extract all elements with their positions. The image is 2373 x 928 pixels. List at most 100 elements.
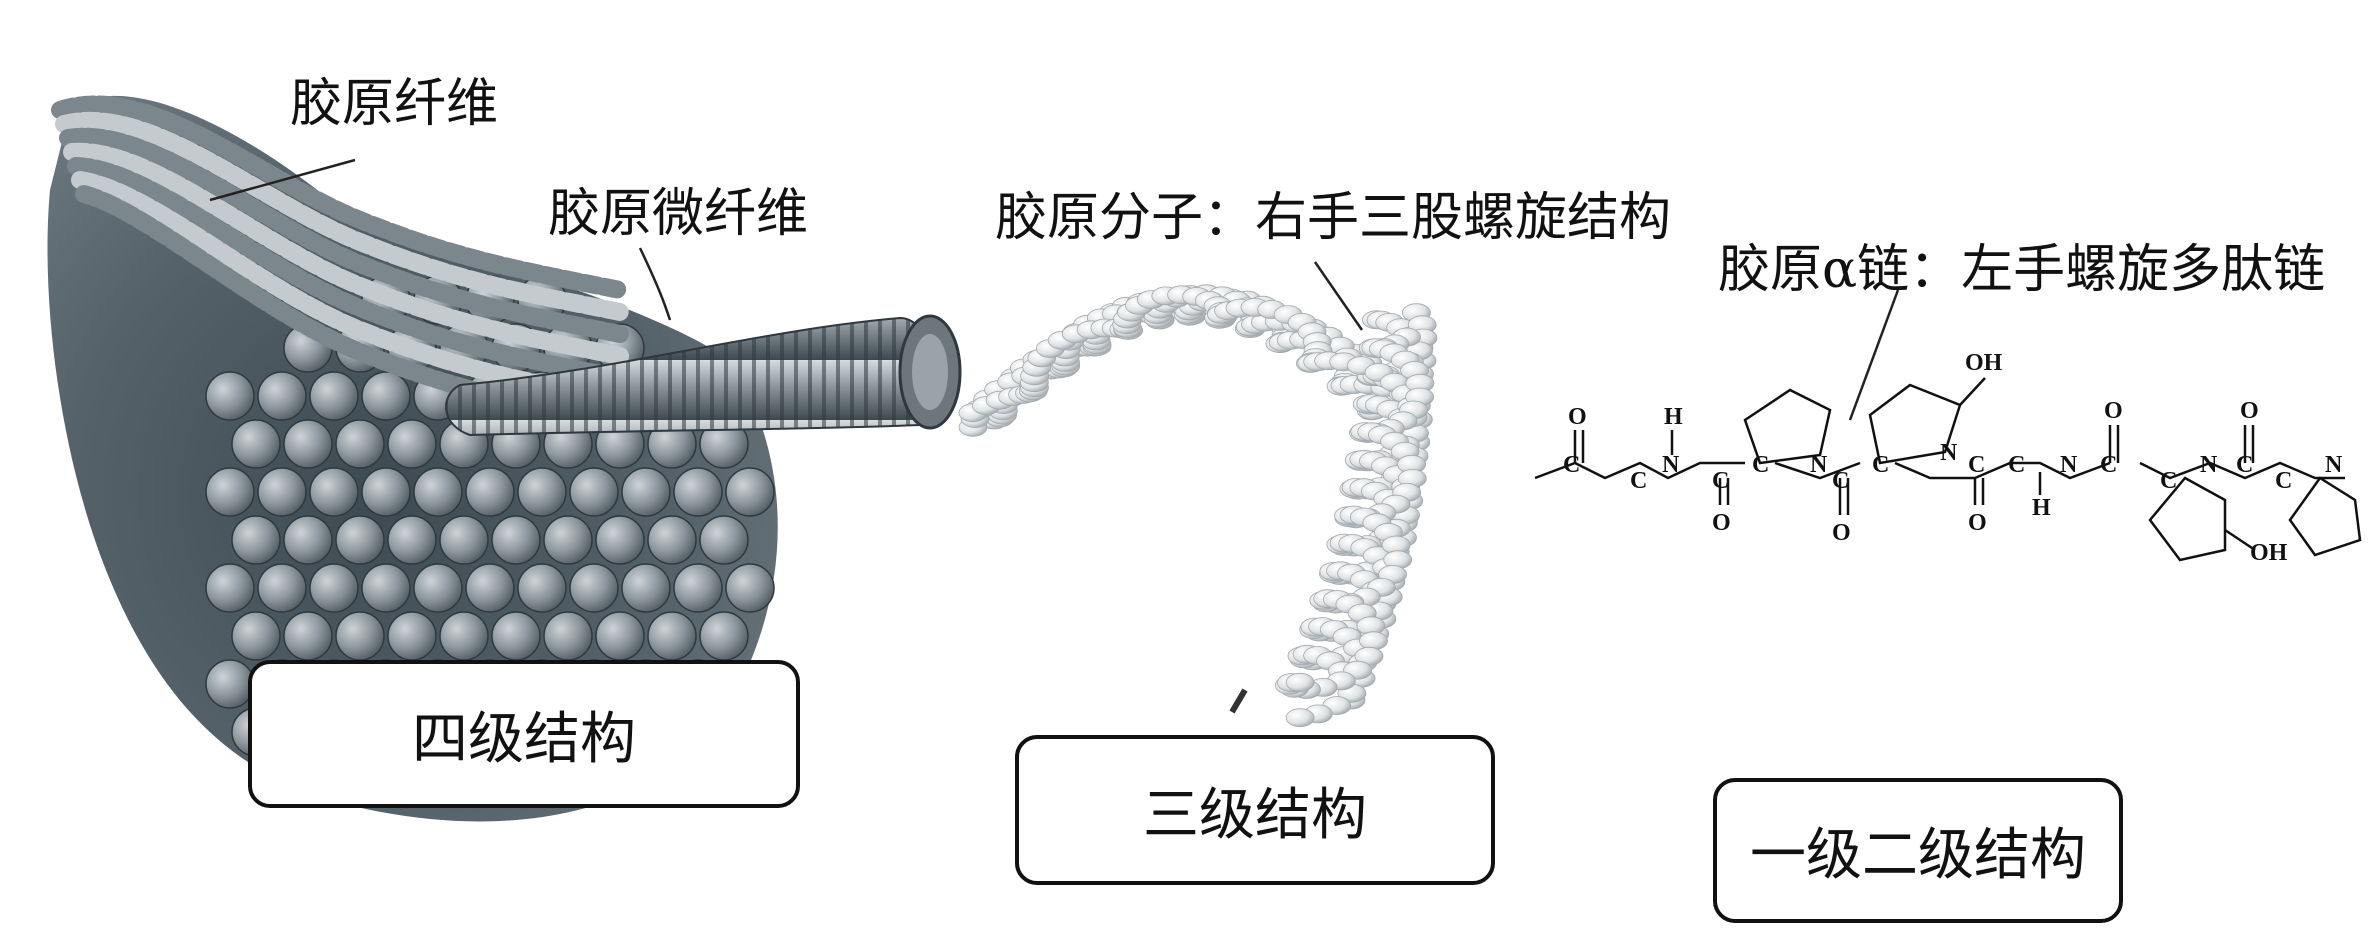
fibril-end [621,563,671,613]
atom-c: C [1872,452,1889,478]
atom-c: C [1832,468,1849,494]
atom-c: C [2008,452,2025,478]
fibril-end [465,563,515,613]
label-collagen-molecule: 胶原分子：右手三股螺旋结构 [995,188,1672,248]
atom-n: N [2060,452,2078,478]
atom-oh: OH [2250,540,2288,566]
leader-line-microfibril [638,247,672,321]
fibril-end [595,611,645,661]
fibril-end [283,611,333,661]
fibril-end [257,371,307,421]
atom-o: O [1712,510,1731,536]
backbone-bond [1774,461,1861,480]
fiber-strand [55,111,629,321]
fibril-end [361,467,411,517]
atom-o: O [1968,510,1987,536]
atom-c: C [1712,468,1729,494]
helix-residue-bead [1359,631,1388,651]
fibril-end [439,611,489,661]
atom-c: C [2236,452,2253,478]
microfibril-end-inner [912,334,948,410]
fibril-end [309,563,359,613]
collagen-triple-helix [958,284,1438,728]
atom-c: C [2275,468,2292,494]
fibril-end [231,515,281,565]
proline-ring [2288,476,2362,557]
hydroxyproline-ring [2148,476,2227,562]
atom-o: O [2104,398,2123,424]
fibril-end [569,563,619,613]
fibril-end [517,467,567,517]
atom-n: N [2200,452,2218,478]
helix-residue-bead [1285,672,1315,692]
fibril-end [335,515,385,565]
fibril-end [413,467,463,517]
fibril-end [205,659,255,709]
fiber-strand [51,95,629,299]
fiber-strand [63,142,629,365]
helix-tail [1229,688,1248,714]
atom-n: N [1810,452,1828,478]
leader-lines [209,158,1900,421]
fibril-end [413,563,463,613]
fibril-end [491,611,541,661]
fibril-end [595,515,645,565]
fibril-end [283,419,333,469]
atom-c: C [1968,452,1985,478]
atom-c: C [1630,468,1647,494]
fiber-strand [59,127,629,343]
fibril-end [387,515,437,565]
fibril-end [205,563,255,613]
atom-c: C [1752,452,1769,478]
fibril-end [387,419,437,469]
fibril-end [283,515,333,565]
atom-oh: OH [1965,350,2003,376]
fibril-end [205,371,255,421]
fibril-end [569,467,619,517]
fibril-end [257,467,307,517]
fibril-end [621,467,671,517]
fibril-end [205,467,255,517]
level-box-tertiary: 三级结构 [1015,735,1495,885]
fibril-end [517,563,567,613]
level-box-quaternary: 四级结构 [248,660,800,808]
label-collagen-fiber: 胶原纤维 [290,74,499,134]
backbone-bond [1894,461,2111,480]
atom-o: O [1568,404,1587,430]
fibril-end [673,563,723,613]
level-label-quaternary: 四级结构 [412,706,636,772]
fibril-end [257,563,307,613]
fibril-end [309,371,359,421]
fiber-strand [67,157,629,387]
leader-line-molecule [1313,261,1364,331]
atom-h: H [2032,495,2051,521]
fibril-end [231,611,281,661]
atom-c: C [2100,452,2117,478]
atom-h: H [1664,404,1683,430]
fibril-end [439,515,489,565]
fibril-end [725,467,775,517]
fibril-end [361,371,411,421]
fibril-end [725,563,775,613]
fibril-end [465,467,515,517]
level-label-tertiary: 三级结构 [1143,782,1367,848]
atom-o: O [2240,398,2259,424]
fibril-end [543,611,593,661]
label-collagen-alpha-chain: 胶原α链：左手螺旋多肽链 [1718,240,2326,300]
leader-line-alpha-chain [1848,289,1900,421]
leader-line-fiber [209,158,356,202]
atom-n: N [1940,440,1958,466]
proline-ring [1743,388,1832,465]
fibril-end [335,611,385,661]
atom-c: C [1563,452,1580,478]
fibril-end [387,611,437,661]
fibril-end [647,515,697,565]
hydroxyproline-ring [1868,383,1962,465]
fibril-end [335,419,385,469]
fibril-end [231,419,281,469]
helix-residue-bead [1285,708,1315,728]
level-box-primary-secondary: 一级二级结构 [1713,778,2123,923]
fibril-end [699,611,749,661]
fibril-end [309,467,359,517]
polypeptide-chemical-structure: O C C H N C O C N C O C OH N C O C N H O… [1534,350,2362,566]
